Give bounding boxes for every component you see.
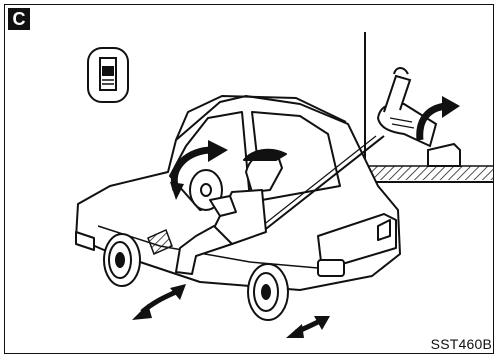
shift-lever-indicator-icon <box>88 48 128 102</box>
front-wheel <box>104 234 140 286</box>
rear-wheel <box>248 264 288 320</box>
hand-lever-icon <box>378 68 436 146</box>
inset-lever-scene <box>365 32 494 182</box>
figure-code: SST460B <box>431 336 492 352</box>
double-arrow-icon <box>132 284 186 320</box>
double-arrow-icon <box>286 316 330 338</box>
